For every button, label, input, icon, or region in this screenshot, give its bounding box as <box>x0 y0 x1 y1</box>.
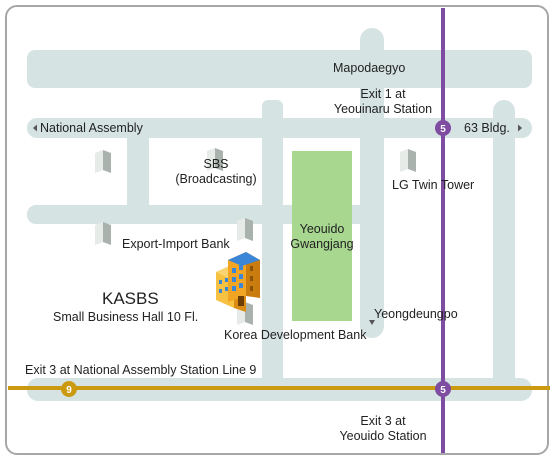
exit3-line1: Exit 3 at <box>360 414 406 428</box>
roads <box>27 28 532 401</box>
park-yeouido <box>292 151 352 321</box>
label-kasbs: KASBS <box>102 289 159 308</box>
park-line2: Gwangjang <box>290 237 354 251</box>
exit3-line2: Yeouido Station <box>339 429 427 443</box>
label-yeouido-gwangjang: Yeouido Gwangjang <box>287 222 357 252</box>
road-vertical-west <box>127 138 149 223</box>
station-yeouido: 5 <box>435 381 451 397</box>
road-vertical-far-east <box>493 100 515 398</box>
label-sbs: SBS (Broadcasting) <box>171 157 261 187</box>
station-national-assembly: 9 <box>61 381 77 397</box>
building-icon-sbs <box>207 148 223 171</box>
office-building-icon <box>216 252 260 312</box>
line9-badge: 9 <box>66 385 72 396</box>
label-kasbs-hall: Small Business Hall 10 Fl. <box>53 310 199 324</box>
label-exit1: Exit 1 at Yeouinaru Station <box>324 87 442 117</box>
park-line1: Yeouido <box>299 222 345 236</box>
building-icon-export-import-2 <box>237 218 253 241</box>
line5-badge-top: 5 <box>440 124 446 135</box>
road-mapodaegyo <box>27 50 532 88</box>
arrow-down-icon <box>369 320 375 325</box>
exit1-line1: Exit 1 at <box>360 87 406 101</box>
arrow-right-icon <box>518 124 522 132</box>
exit1-line2: Yeouinaru Station <box>333 102 433 116</box>
label-national-assembly: National Assembly <box>40 121 143 135</box>
label-yeongdeungpo: Yeongdeungpo <box>374 307 458 321</box>
label-lg-twin-tower: LG Twin Tower <box>392 178 475 192</box>
label-63-bldg: 63 Bldg. <box>464 121 510 135</box>
sbs-line2: (Broadcasting) <box>175 172 257 186</box>
road-middle-west <box>27 205 371 224</box>
label-exit3-national-assembly: Exit 3 at National Assembly Station Line… <box>25 363 257 377</box>
label-export-import-bank: Export-Import Bank <box>122 237 230 251</box>
label-exit3-yeouido: Exit 3 at Yeouido Station <box>328 414 438 444</box>
station-yeouinaru: 5 <box>435 120 451 136</box>
label-mapodaegyo: Mapodaegyo <box>333 61 406 75</box>
sbs-line1: SBS <box>203 157 229 171</box>
line5-badge-bottom: 5 <box>440 385 446 396</box>
building-icon-export-import <box>95 222 111 245</box>
building-icon-1 <box>95 150 111 173</box>
arrow-left-icon <box>33 124 37 132</box>
label-korea-development-bank: Korea Development Bank <box>224 328 367 342</box>
road-vertical-center <box>262 100 283 390</box>
building-icon-lg <box>400 149 416 172</box>
road-vertical-east <box>360 28 384 338</box>
